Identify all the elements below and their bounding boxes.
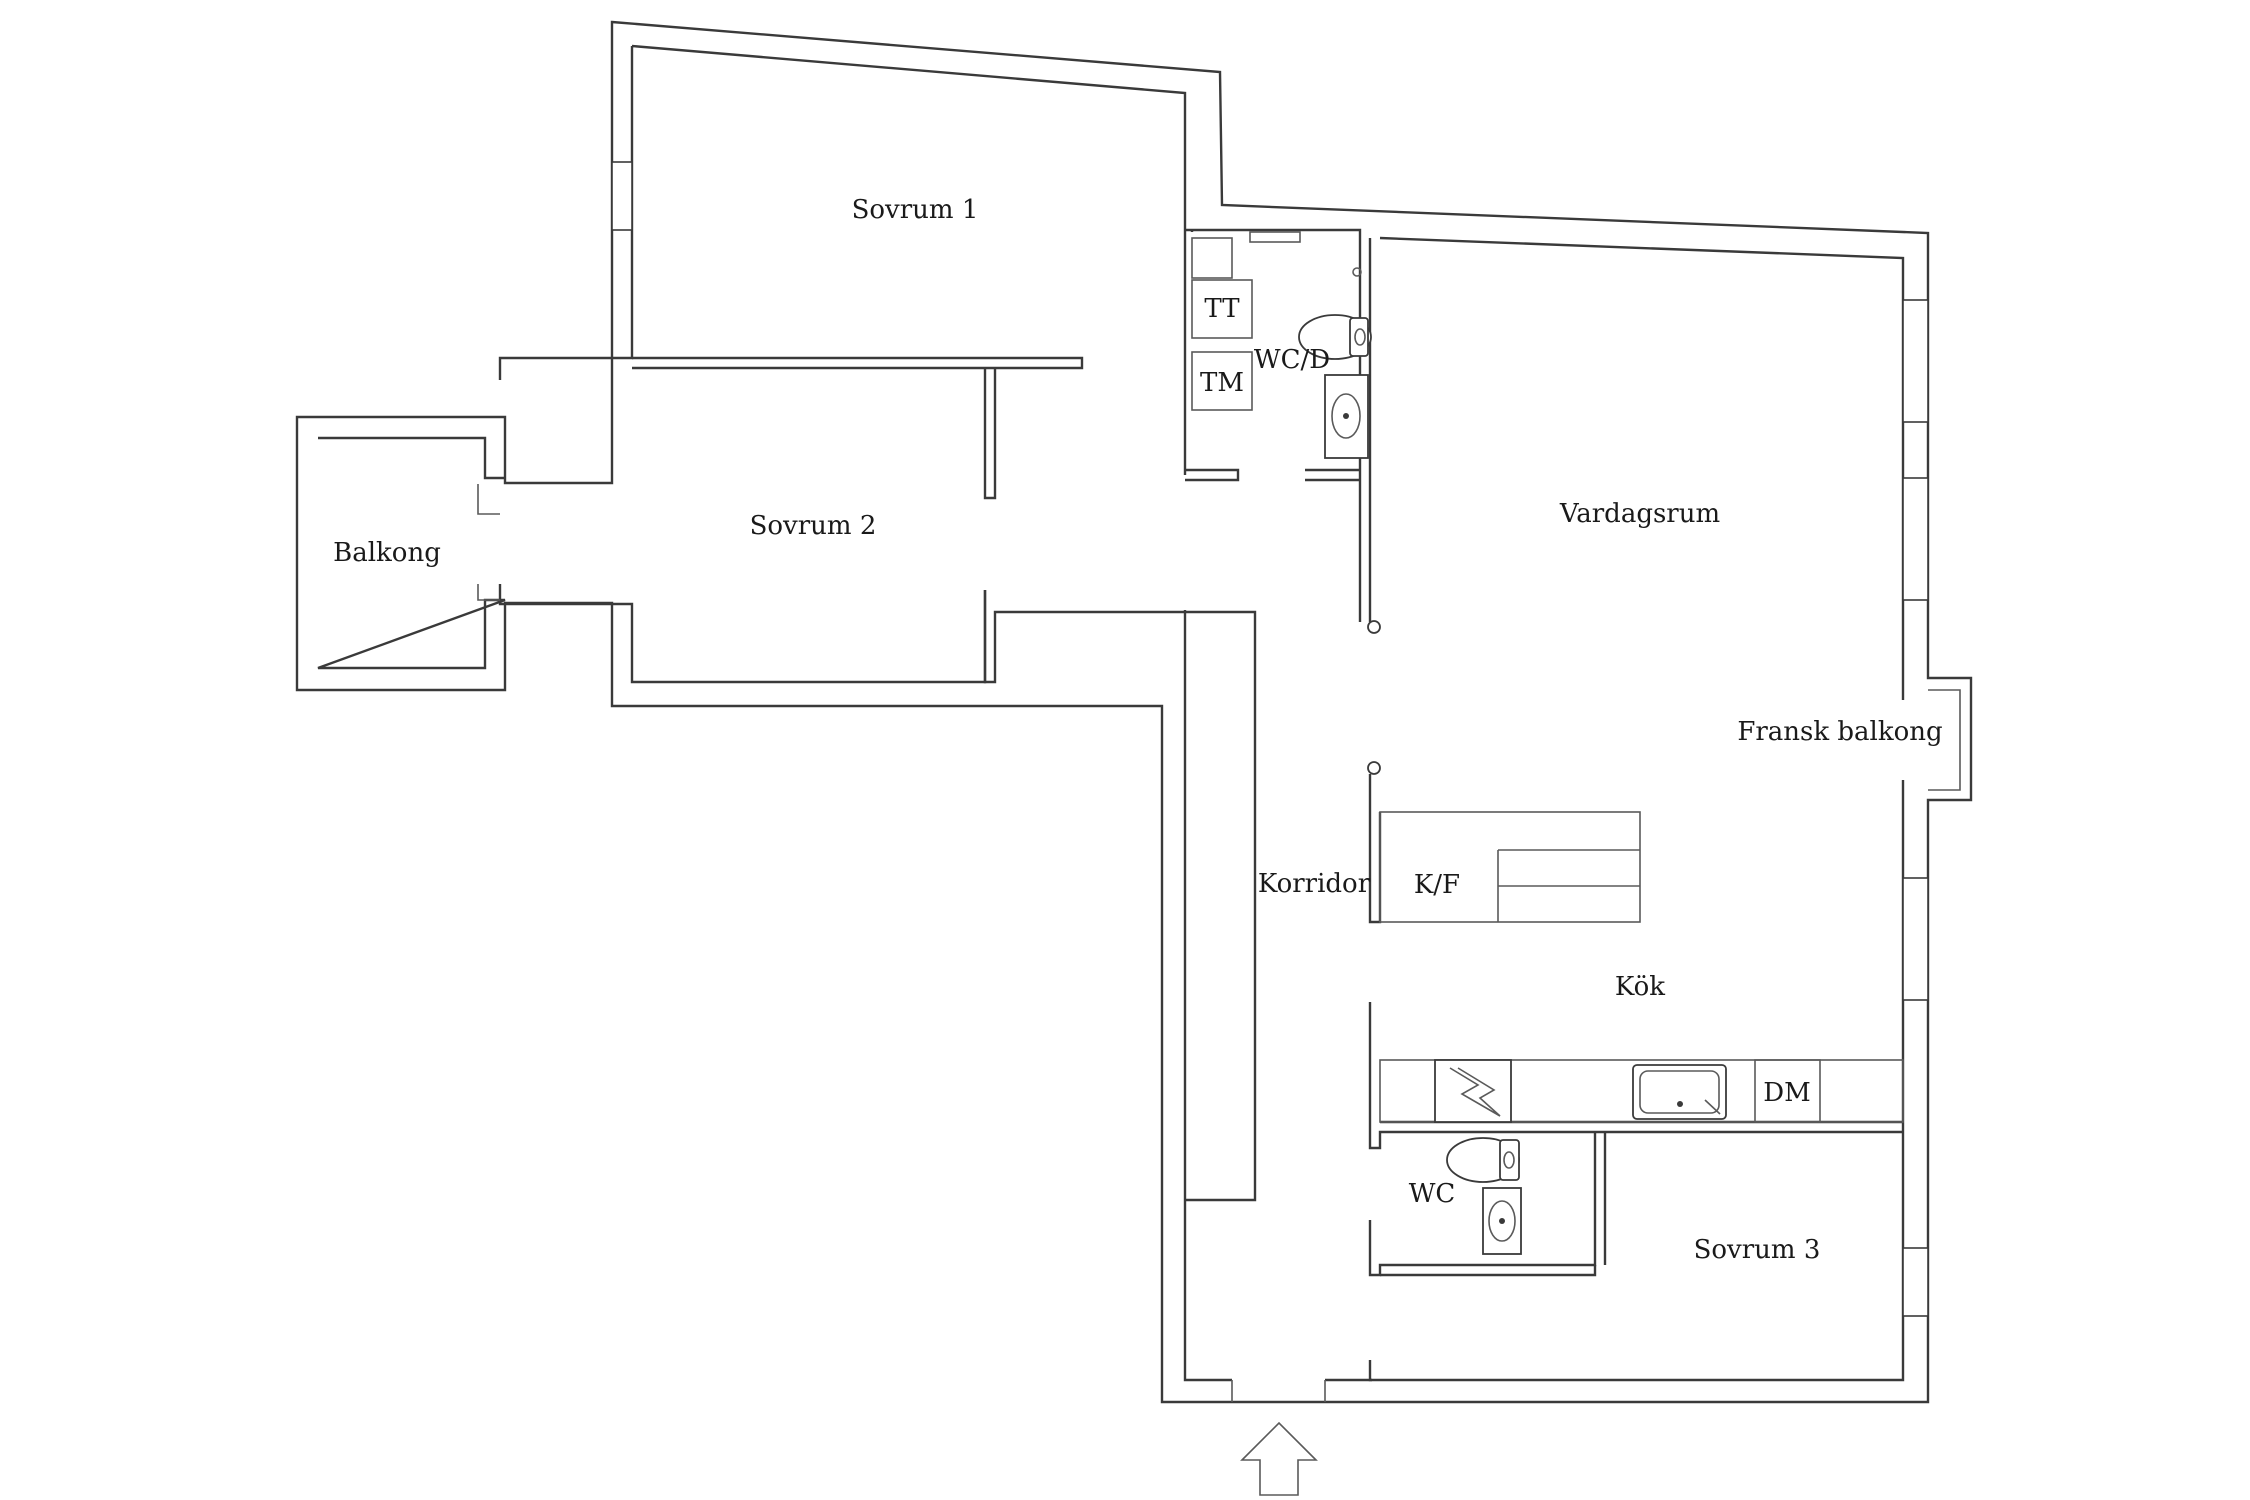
toilet-icon	[1446, 1137, 1520, 1183]
sink-icon	[1482, 1187, 1522, 1255]
label-dm: DM	[1763, 1078, 1810, 1108]
toilet-icon	[1298, 314, 1372, 360]
label-sovrum1: Sovrum 1	[852, 195, 979, 225]
room-labels: Sovrum 1 Sovrum 2 Balkong Vardagsrum Fra…	[333, 195, 1943, 1265]
wc-fixtures	[1446, 1137, 1522, 1255]
arrow-up-icon	[1240, 1421, 1318, 1496]
sink-icon	[1324, 374, 1369, 459]
label-tm: TM	[1200, 368, 1244, 398]
inner-walls	[632, 228, 1903, 1402]
wc-d-fixtures	[1191, 231, 1372, 459]
sink-icon	[1632, 1064, 1727, 1120]
stove-icon	[1434, 1059, 1512, 1123]
window-kok	[1902, 877, 1929, 1001]
label-vardagsrum: Vardagsrum	[1559, 499, 1720, 529]
appliance-labels: TT TM K/F DM	[1200, 294, 1811, 1108]
kitchen-counter	[1379, 1059, 1904, 1123]
window-sovrum3	[1902, 1247, 1929, 1317]
label-tt: TT	[1204, 294, 1240, 324]
window-vardagsrum-2	[1902, 477, 1929, 601]
label-balkong: Balkong	[333, 538, 441, 568]
window-vardagsrum-1	[1902, 299, 1929, 423]
label-sovrum3: Sovrum 3	[1694, 1235, 1821, 1265]
label-kf: K/F	[1414, 870, 1460, 900]
label-korridor: Korridor	[1258, 869, 1371, 899]
label-wc: WC	[1409, 1179, 1456, 1209]
kf-unit	[1379, 811, 1641, 923]
label-wc-d: WC/D	[1254, 345, 1330, 375]
windows	[611, 161, 1929, 1317]
label-fransk-balkong: Fransk balkong	[1737, 717, 1942, 747]
outer-walls	[295, 20, 1973, 1404]
label-sovrum2: Sovrum 2	[750, 511, 877, 541]
label-kok: Kök	[1615, 972, 1665, 1002]
window-sovrum1	[611, 161, 633, 231]
